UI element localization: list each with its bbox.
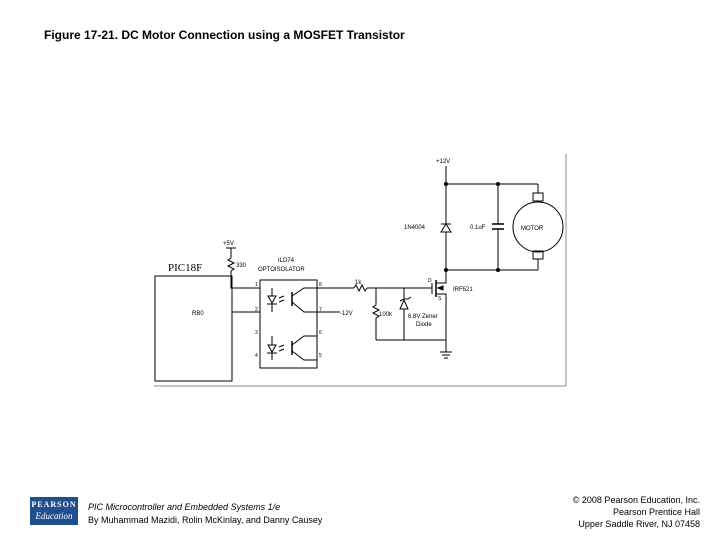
mosfet-s-label: S [438, 296, 442, 302]
opto-pin-5: 5 [319, 353, 322, 359]
opto-pin-8: 8 [319, 282, 322, 288]
opto-pin-1: 1 [255, 282, 258, 288]
logo-line-2: Education [35, 511, 73, 521]
book-title: PIC Microcontroller and Embedded Systems… [88, 502, 281, 512]
cap-label: 0.1uF [470, 225, 486, 231]
phototransistor-2-emitter [291, 350, 317, 361]
mosfet-label: IRF521 [453, 287, 473, 293]
r100k-label: 100k [379, 312, 393, 318]
diode-label: 1N4004 [404, 225, 426, 231]
imprint: Pearson Prentice Hall [612, 507, 700, 517]
opto-pin-2: 2 [255, 307, 258, 313]
r330-label: 330 [236, 263, 247, 269]
book-info: PIC Microcontroller and Embedded Systems… [88, 501, 322, 527]
phototransistor-1-emitter [291, 301, 317, 313]
opto-pin-7: 7 [319, 307, 322, 313]
opto-pin-6: 6 [319, 330, 322, 336]
r1k-label: 1k [355, 280, 362, 286]
optoisolator-box [259, 279, 318, 369]
light-arrow-1 [278, 295, 285, 299]
motor-brush-top [532, 192, 544, 202]
phototransistor-1-collector [291, 287, 317, 297]
chip-label: PIC18F [168, 262, 202, 274]
opto-pin-4: 4 [255, 353, 258, 359]
chip-pin-label: RB0 [192, 311, 204, 317]
zener-label-1: 6.8V Zener [408, 314, 438, 320]
opto-name-label: OPTOISOLATOR [258, 267, 305, 273]
resistor-1k [353, 283, 368, 293]
pic18f-chip [154, 275, 233, 382]
logo-line-1: PEARSON [31, 500, 77, 509]
opto-pin-3: 3 [255, 330, 258, 336]
resistor-100k [371, 304, 381, 319]
mosfet-d-label: D [428, 278, 432, 284]
motor [512, 201, 564, 253]
copyright-block: © 2008 Pearson Education, Inc. Pearson P… [573, 494, 700, 530]
book-authors: By Muhammad Mazidi, Rolin McKinlay, and … [88, 515, 323, 525]
light-arrow-2b [278, 348, 285, 352]
light-arrow-2 [278, 344, 285, 348]
flyback-diode [440, 223, 452, 233]
zener-label-2: Diode [416, 322, 432, 328]
minus12-label: -12V [340, 311, 353, 317]
publisher-location: Upper Saddle River, NJ 07458 [578, 519, 700, 529]
zener-bar [399, 296, 412, 302]
led-1 [267, 295, 277, 305]
plus12-label: +12V [436, 159, 450, 165]
led-2 [267, 344, 277, 354]
pearson-logo: PEARSON Education [30, 497, 78, 525]
resistor-330 [226, 257, 236, 272]
mosfet-arrow [436, 285, 444, 291]
zener-diode [399, 298, 409, 310]
light-arrow-1b [278, 299, 285, 303]
figure-title: Figure 17-21. DC Motor Connection using … [44, 28, 405, 42]
mosfet-drain [436, 270, 447, 284]
opto-part-label: ILD74 [278, 258, 295, 264]
copyright: © 2008 Pearson Education, Inc. [572, 495, 700, 505]
vcc-label: +5V [223, 241, 234, 247]
phototransistor-2-collector [291, 335, 317, 346]
r330-to-pin1-wire [230, 271, 260, 289]
mosfet-source [436, 293, 447, 296]
motor-label: MOTOR [521, 226, 544, 232]
